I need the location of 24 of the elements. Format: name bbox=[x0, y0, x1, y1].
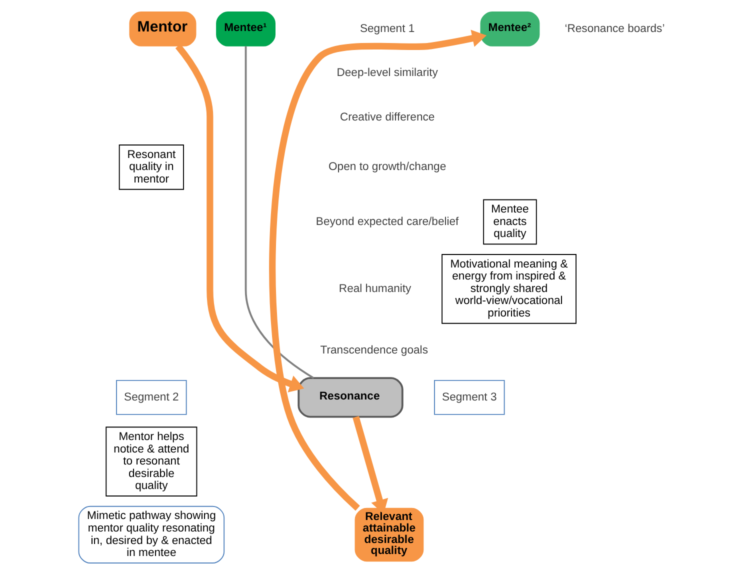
label: Deep-level similarity bbox=[336, 67, 438, 80]
node-box: Relevant attainable desirable quality bbox=[354, 508, 424, 562]
node-box: Mentor helps notice & attend to resonant desirable quality bbox=[106, 426, 198, 496]
legend-label: Mimetic pathway showing mentor quality resonating in, desired by & enacted in mentee bbox=[86, 510, 216, 560]
arrow bbox=[269, 30, 487, 511]
label: Segment 1 bbox=[360, 22, 415, 35]
node-box: Mentee² bbox=[480, 12, 540, 46]
node-box: Mentee¹ bbox=[216, 12, 276, 46]
node-box: Resonance bbox=[298, 377, 404, 418]
arrow bbox=[352, 416, 388, 514]
node-box: Motivational meaning & energy from inspired & strongly shared world-view/vocational priorities bbox=[442, 254, 577, 324]
node-box: Mentee enacts quality bbox=[483, 199, 537, 245]
label: Open to growth/change bbox=[328, 161, 446, 174]
label: Segment 3 bbox=[442, 391, 497, 404]
node-box: Mentor bbox=[129, 12, 196, 46]
node-box: Resonant quality in mentor bbox=[118, 144, 184, 190]
label: Beyond expected care/belief bbox=[316, 216, 459, 228]
label: ‘Resonance boards’ bbox=[564, 22, 665, 35]
label: Segment 2 bbox=[124, 391, 179, 404]
label: Real humanity bbox=[338, 282, 412, 295]
arrow bbox=[175, 44, 304, 392]
connector bbox=[244, 46, 314, 379]
label: Creative difference bbox=[340, 112, 435, 124]
label: Transcendence goals bbox=[320, 344, 428, 357]
